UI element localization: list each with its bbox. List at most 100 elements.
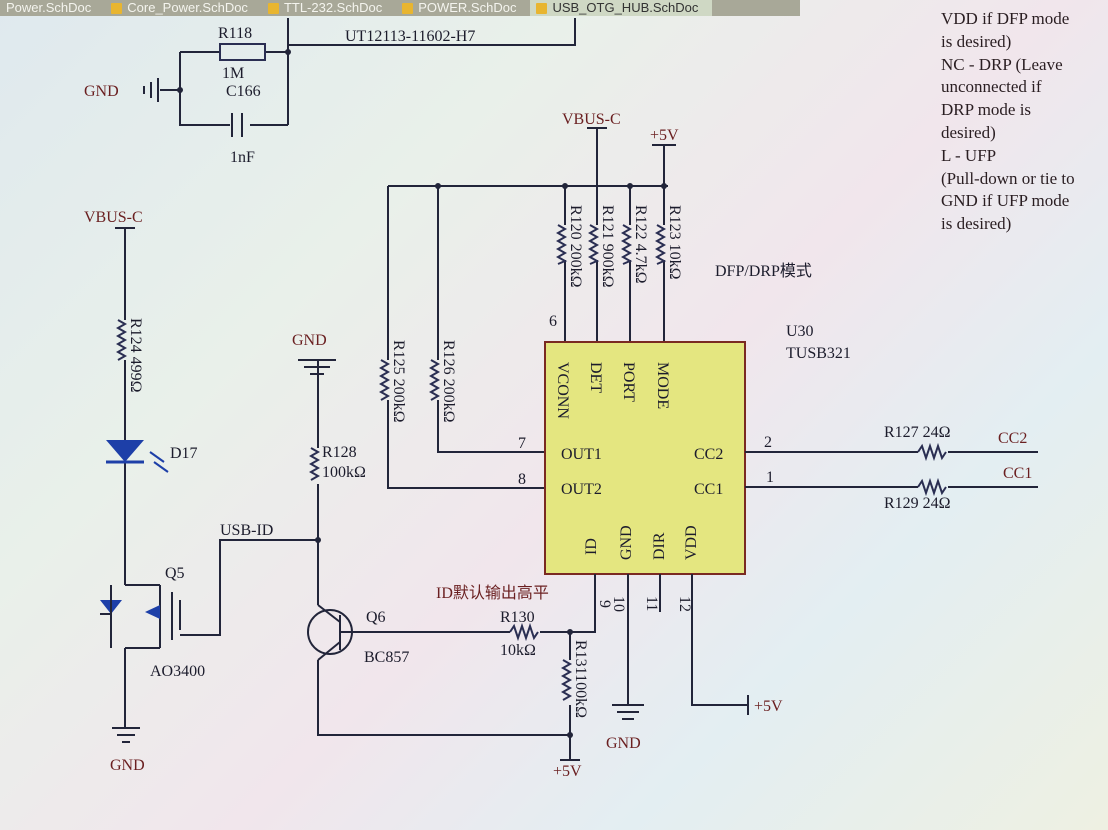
- note-line: GND if UFP mode: [941, 191, 1070, 211]
- gnd-label: GND: [606, 735, 641, 752]
- q5-part: AO3400: [150, 663, 205, 680]
- tab-power[interactable]: Power.SchDoc: [0, 0, 105, 16]
- cc1-net-label: CC1: [1003, 465, 1032, 482]
- pin-number: 12: [676, 596, 693, 612]
- gnd-label: GND: [84, 83, 119, 100]
- resistor-r129[interactable]: [917, 477, 947, 497]
- tab-label: USB_OTG_HUB.SchDoc: [552, 0, 699, 15]
- note-line: is desired): [941, 31, 1012, 51]
- resistor-r124[interactable]: [115, 319, 128, 361]
- resistor-r130[interactable]: [509, 622, 539, 642]
- resistor-r127[interactable]: [917, 442, 947, 462]
- pin-vconn: VCONN: [554, 362, 571, 419]
- vbus-label: VBUS-C: [562, 111, 621, 128]
- pin-gnd: GND: [618, 525, 635, 560]
- r123-label: R123 10kΩ: [666, 205, 683, 280]
- resistor-r118[interactable]: [219, 43, 266, 61]
- connector-label: UT12113-11602-H7: [345, 28, 475, 45]
- vbus-label: VBUS-C: [84, 209, 143, 226]
- tab-power-2[interactable]: POWER.SchDoc: [396, 0, 530, 16]
- tab-label: TTL-232.SchDoc: [283, 0, 383, 15]
- cc-lines: R127 24Ω R129 24Ω CC2 CC1 GND +5V: [594, 424, 1038, 752]
- ic-u30[interactable]: U30 TUSB321 VCONN DET PORT MODE OUT1 OUT…: [518, 313, 851, 612]
- pin-out2: OUT2: [561, 481, 602, 498]
- id-note: ID默认输出高平: [436, 584, 549, 602]
- r129-label: R129 24Ω: [884, 495, 951, 512]
- r120-label: R120 200kΩ: [567, 205, 584, 288]
- mode-description-note: VDD if DFP mode is desired) NC - DRP (Le…: [941, 8, 1108, 236]
- r125-label: R125 200kΩ: [390, 340, 407, 423]
- tab-usb-otg[interactable]: USB_OTG_HUB.SchDoc: [530, 0, 713, 16]
- file-icon: [267, 2, 279, 14]
- pin-number: 2: [764, 434, 772, 451]
- pin-number: 9: [596, 600, 613, 608]
- resistor-r121[interactable]: [587, 224, 600, 265]
- r128-label: R128: [322, 444, 357, 461]
- pin-cc2: CC2: [694, 446, 723, 463]
- p5v-label: +5V: [754, 698, 783, 715]
- note-line: DRP mode is: [941, 100, 1032, 120]
- tab-core-power[interactable]: Core_Power.SchDoc: [105, 0, 262, 16]
- pin-number: 8: [518, 471, 526, 488]
- c166-value: 1nF: [230, 149, 255, 166]
- tab-label: Power.SchDoc: [6, 0, 92, 15]
- note-line: (Pull-down or tie to: [941, 168, 1075, 188]
- u30-label: U30: [786, 323, 814, 340]
- q6-part: BC857: [364, 649, 409, 666]
- gnd-label: GND: [110, 757, 145, 774]
- note-line: desired): [941, 122, 996, 142]
- r130-label: R130: [500, 609, 535, 626]
- led-q5-block: VBUS-C R124 499Ω D17 Q5 AO3400 GND USB-I…: [84, 209, 318, 774]
- r124-label: R124 499Ω: [127, 318, 144, 393]
- tab-label: POWER.SchDoc: [418, 0, 517, 15]
- pin-vdd: VDD: [683, 525, 700, 560]
- note-line: unconnected if: [941, 77, 1042, 97]
- pin-mode: MODE: [654, 362, 671, 409]
- resistor-r131[interactable]: [560, 659, 573, 701]
- ground-symbol: [112, 727, 140, 743]
- resistor-r128[interactable]: [308, 447, 321, 481]
- mode-note: DFP/DRP模式: [715, 262, 812, 280]
- q6-label: Q6: [366, 609, 386, 626]
- led-d17[interactable]: [106, 440, 144, 462]
- pin-number: 6: [549, 313, 557, 330]
- ground-symbol: [612, 704, 644, 720]
- tab-ttl-232[interactable]: TTL-232.SchDoc: [262, 0, 396, 16]
- q5-label: Q5: [165, 565, 185, 582]
- pin-cc1: CC1: [694, 481, 723, 498]
- q5-mosfet[interactable]: [145, 605, 160, 619]
- pullup-block: R125 200kΩ R126 200kΩ VBUS-C +5V R120 20…: [378, 111, 812, 489]
- r122-label: R122 4.7kΩ: [632, 205, 649, 284]
- p5v-label: +5V: [650, 127, 679, 144]
- q6-block: GND R128 100kΩ Q6 BC857 ID默认输出高平 R130 10…: [292, 332, 596, 780]
- resistor-r120[interactable]: [555, 224, 568, 265]
- file-icon: [111, 2, 123, 14]
- d17-label: D17: [170, 445, 198, 462]
- ground-symbol: [143, 78, 159, 102]
- note-line: L - UFP: [941, 145, 997, 165]
- usb-id-net-label: USB-ID: [220, 522, 273, 539]
- r118-label: R118: [218, 25, 252, 42]
- r130-value: 10kΩ: [500, 642, 536, 659]
- gnd-label: GND: [292, 332, 327, 349]
- note-line: is desired): [941, 214, 1012, 234]
- r128-value: 100kΩ: [322, 464, 366, 481]
- pin-number: 7: [518, 435, 526, 452]
- r118-c166-block: R118 1M C166 1nF GND UT12113-11602-H7: [84, 18, 576, 166]
- pin-out1: OUT1: [561, 446, 602, 463]
- pin-port: PORT: [620, 362, 637, 402]
- resistor-r126[interactable]: [428, 359, 441, 401]
- tab-label: Core_Power.SchDoc: [127, 0, 248, 15]
- note-line: VDD if DFP mode: [941, 9, 1070, 28]
- resistor-r125[interactable]: [378, 359, 391, 401]
- r121-label: R121 900kΩ: [599, 205, 616, 288]
- u30-part: TUSB321: [786, 345, 851, 362]
- pin-dir: DIR: [651, 532, 668, 560]
- c166-label: C166: [226, 83, 261, 100]
- document-tabs: Power.SchDoc Core_Power.SchDoc TTL-232.S…: [0, 0, 800, 16]
- resistor-r123[interactable]: [654, 224, 667, 265]
- r118-value: 1M: [222, 65, 244, 82]
- file-icon: [402, 2, 414, 14]
- resistor-r122[interactable]: [620, 224, 633, 265]
